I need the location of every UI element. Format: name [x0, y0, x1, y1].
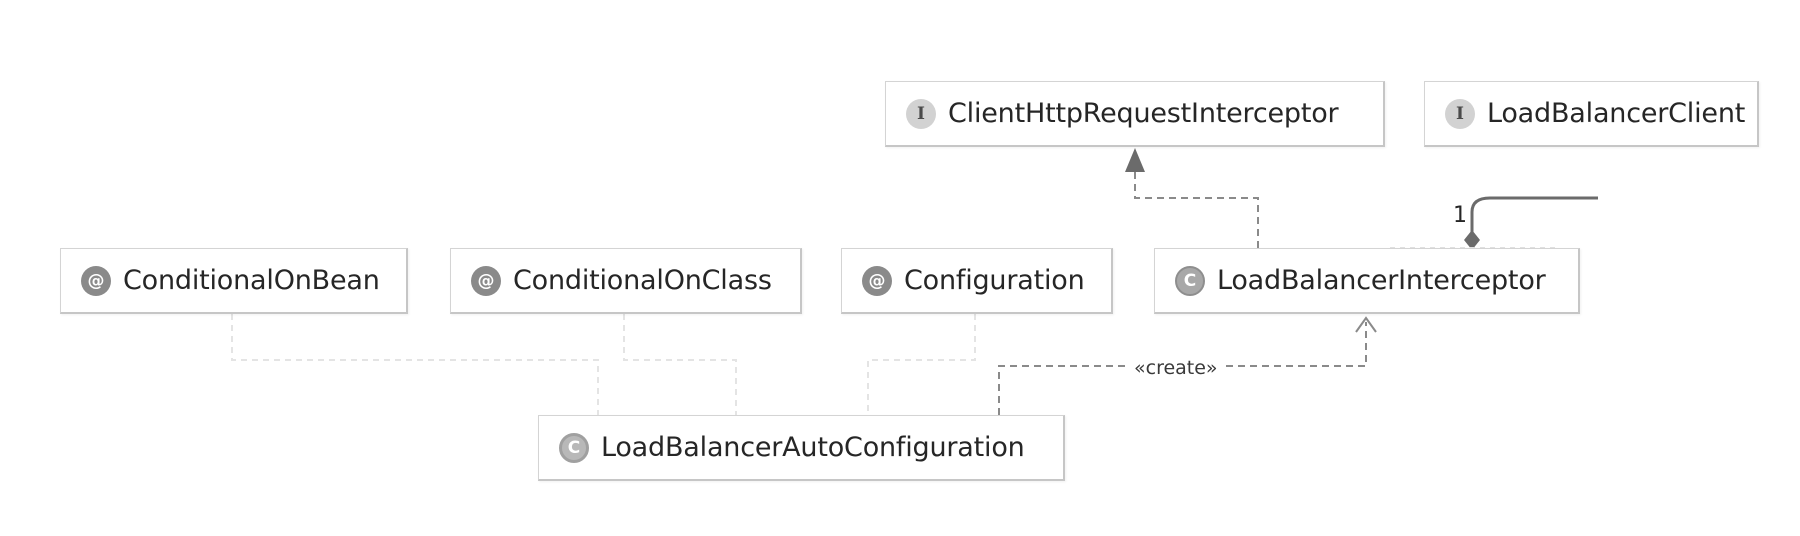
- node-label: Configuration: [904, 265, 1085, 296]
- node-client-http-request-interceptor[interactable]: I ClientHttpRequestInterceptor: [885, 81, 1385, 147]
- edge-autoconfig-to-configuration: [867, 314, 976, 415]
- edge-implements-client-http-request-interceptor: [1125, 148, 1259, 248]
- creates-label: «create»: [1134, 357, 1218, 379]
- implements-arrowhead: [1125, 148, 1145, 172]
- node-label: LoadBalancerInterceptor: [1217, 265, 1546, 296]
- edge-association-load-balancer-client: 1: [1390, 196, 1598, 250]
- node-load-balancer-client[interactable]: I LoadBalancerClient: [1424, 81, 1759, 147]
- node-load-balancer-auto-configuration[interactable]: C LoadBalancerAutoConfiguration: [538, 415, 1065, 481]
- node-configuration[interactable]: @ Configuration: [841, 248, 1113, 314]
- interface-icon: I: [1445, 98, 1475, 129]
- node-conditional-on-class[interactable]: @ ConditionalOnClass: [450, 248, 802, 314]
- multiplicity-label: 1: [1453, 203, 1467, 228]
- node-label: LoadBalancerAutoConfiguration: [601, 432, 1025, 463]
- creates-arrowhead: [1355, 316, 1377, 333]
- annotation-icon: @: [471, 265, 501, 296]
- configuration-class-icon: C: [559, 432, 589, 463]
- node-label: ConditionalOnBean: [123, 265, 380, 296]
- interface-icon: I: [906, 98, 936, 129]
- edge-autoconfig-to-conditional-on-bean: [231, 314, 599, 415]
- annotation-icon: @: [81, 265, 111, 296]
- node-label: ClientHttpRequestInterceptor: [948, 98, 1339, 129]
- node-load-balancer-interceptor[interactable]: C LoadBalancerInterceptor: [1154, 248, 1580, 314]
- annotation-dependency-lines: [231, 314, 976, 415]
- class-icon: C: [1175, 265, 1205, 296]
- node-label: ConditionalOnClass: [513, 265, 772, 296]
- annotation-icon: @: [862, 265, 892, 296]
- edge-creates-load-balancer-interceptor: «create»: [998, 316, 1377, 415]
- edge-autoconfig-to-conditional-on-class: [623, 314, 737, 415]
- aggregation-diamond: [1464, 230, 1480, 250]
- node-conditional-on-bean[interactable]: @ ConditionalOnBean: [60, 248, 408, 314]
- node-label: LoadBalancerClient: [1487, 98, 1746, 129]
